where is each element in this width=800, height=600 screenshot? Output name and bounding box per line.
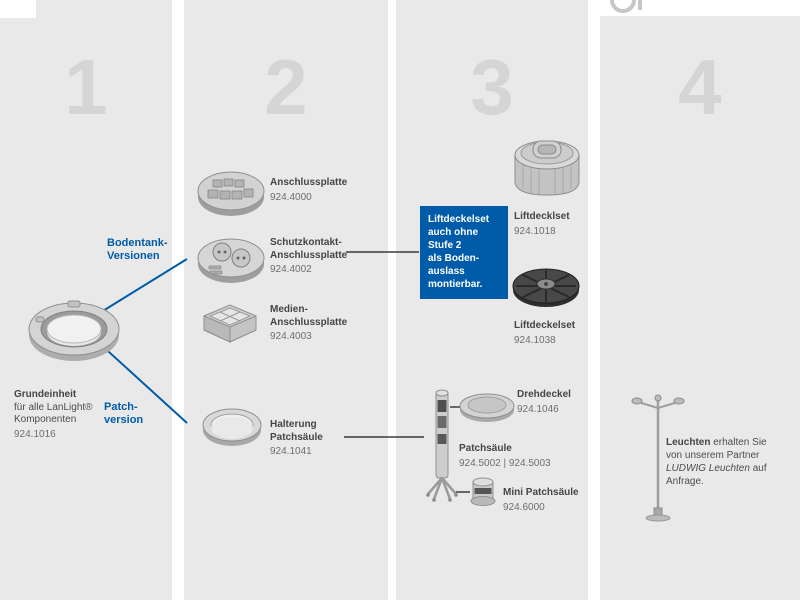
- drehdeckel-name: Drehdeckel: [517, 389, 571, 400]
- liftdeckelset-code: 924.1038: [514, 334, 556, 346]
- mini-patchsaeule-name: Mini Patchsäule: [503, 487, 579, 498]
- bodentank-versions-line2: Versionen: [107, 250, 160, 262]
- column-panel-2: [184, 0, 388, 600]
- leuchten-note-after-partner: auf: [749, 463, 767, 474]
- top-left-white-corner: [0, 0, 36, 18]
- medien-name1: Medien-: [270, 304, 308, 315]
- liftdeckelset-label: Liftdeckelset 924.1038: [514, 320, 575, 347]
- medien-product-image: [198, 296, 262, 350]
- anschlussplatte-label: Anschlussplatte 924.4000: [270, 177, 347, 204]
- drehdeckel-product-image: [458, 388, 516, 424]
- schutzkontakt-code: 924.4002: [270, 264, 312, 275]
- drehdeckel-label: Drehdeckel 924.1046: [517, 389, 571, 416]
- schutzkontakt-name1: Schutzkontakt-: [270, 237, 342, 248]
- halterung-name2: Patchsäule: [270, 431, 323, 443]
- partial-logo-mark: [608, 0, 656, 20]
- info-box-line5: auslass: [428, 266, 465, 277]
- leuchten-note-line1: Leuchten erhalten Sie: [666, 436, 794, 449]
- liftdecklset-name: Liftdecklset: [514, 211, 570, 222]
- leuchten-note-partner: LUDWIG Leuchten: [666, 463, 750, 474]
- leuchten-note-line3: LUDWIG Leuchten auf: [666, 462, 794, 475]
- schutzkontakt-product-image: [196, 230, 266, 286]
- top-right-white-strip: [600, 0, 800, 16]
- leuchte-product-image: [630, 392, 686, 524]
- column-number-2: 2: [264, 43, 308, 131]
- column-panel-4: [600, 0, 800, 600]
- halterung-name1: Halterung: [270, 419, 317, 430]
- patchsaeule-label: Patchsäule 924.5002 | 924.5003: [459, 443, 551, 470]
- mini-patchsaeule-product-image: [468, 474, 498, 510]
- info-box-line6: montierbar.: [428, 279, 483, 290]
- info-box-line3: Stufe 2: [428, 240, 462, 251]
- patch-version-line2: version: [104, 414, 144, 426]
- column-number-3: 3: [470, 43, 514, 131]
- schutzkontakt-label: Schutzkontakt- Anschlussplatte 924.4002: [270, 237, 347, 277]
- grundeinheit-code: 924.1016: [14, 428, 56, 440]
- grundeinheit-label: Grundeinheit für alle LanLight® Komponen…: [14, 389, 124, 441]
- grundeinheit-product-image: [24, 293, 124, 365]
- leuchten-note: Leuchten erhalten Sie von unserem Partne…: [666, 436, 794, 488]
- info-box-line1: Liftdeckelset: [428, 214, 490, 225]
- anschlussplatte-name: Anschlussplatte: [270, 177, 348, 188]
- leuchten-note-line2: von unserem Partner: [666, 450, 760, 461]
- halterung-code: 924.1041: [270, 446, 312, 457]
- grundeinheit-desc1: für alle LanLight®: [14, 401, 93, 413]
- patch-version-line1: Patch-: [104, 401, 138, 413]
- medien-label: Medien- Anschlussplatte 924.4003: [270, 304, 347, 344]
- column-number-4: 4: [678, 43, 722, 131]
- info-box-line4: als Boden-: [428, 253, 480, 264]
- mini-patchsaeule-label: Mini Patchsäule 924.6000: [503, 487, 579, 514]
- mini-patchsaeule-code: 924.6000: [503, 501, 545, 513]
- halterung-product-image: [200, 402, 264, 452]
- info-box-line2: auch ohne: [428, 227, 479, 238]
- medien-name2: Anschlussplatte: [270, 316, 348, 328]
- info-box: Liftdeckelset auch ohne Stufe 2 als Bode…: [420, 206, 508, 299]
- liftdecklset-product-image: [508, 123, 586, 203]
- halterung-label: Halterung Patchsäule 924.1041: [270, 419, 323, 459]
- patchsaeule-code: 924.5002 | 924.5003: [459, 457, 551, 469]
- schutzkontakt-name2: Anschlussplatte: [270, 249, 348, 261]
- liftdeckelset-product-image: [510, 260, 582, 312]
- grundeinheit-name: Grundeinheit: [14, 389, 77, 400]
- column-number-1: 1: [64, 43, 108, 131]
- grundeinheit-desc2: Komponenten: [14, 414, 77, 425]
- leuchten-note-after-name: erhalten Sie: [710, 437, 767, 448]
- liftdecklset-code: 924.1018: [514, 225, 556, 237]
- drehdeckel-code: 924.1046: [517, 403, 559, 415]
- leuchten-note-line4: Anfrage.: [666, 476, 704, 487]
- leuchten-note-name: Leuchten: [666, 437, 711, 448]
- bodentank-versions-label: Bodentank- Versionen: [107, 237, 168, 263]
- bodentank-versions-line1: Bodentank-: [107, 237, 168, 249]
- liftdeckelset-name: Liftdeckelset: [514, 320, 576, 331]
- medien-code: 924.4003: [270, 331, 312, 342]
- liftdecklset-label: Liftdecklset 924.1018: [514, 211, 570, 238]
- patch-version-label: Patch- version: [104, 401, 143, 427]
- anschlussplatte-product-image: [196, 163, 266, 219]
- patchsaeule-name: Patchsäule: [459, 443, 512, 454]
- patchsaeule-product-image: [424, 386, 460, 504]
- anschlussplatte-code: 924.4000: [270, 191, 312, 203]
